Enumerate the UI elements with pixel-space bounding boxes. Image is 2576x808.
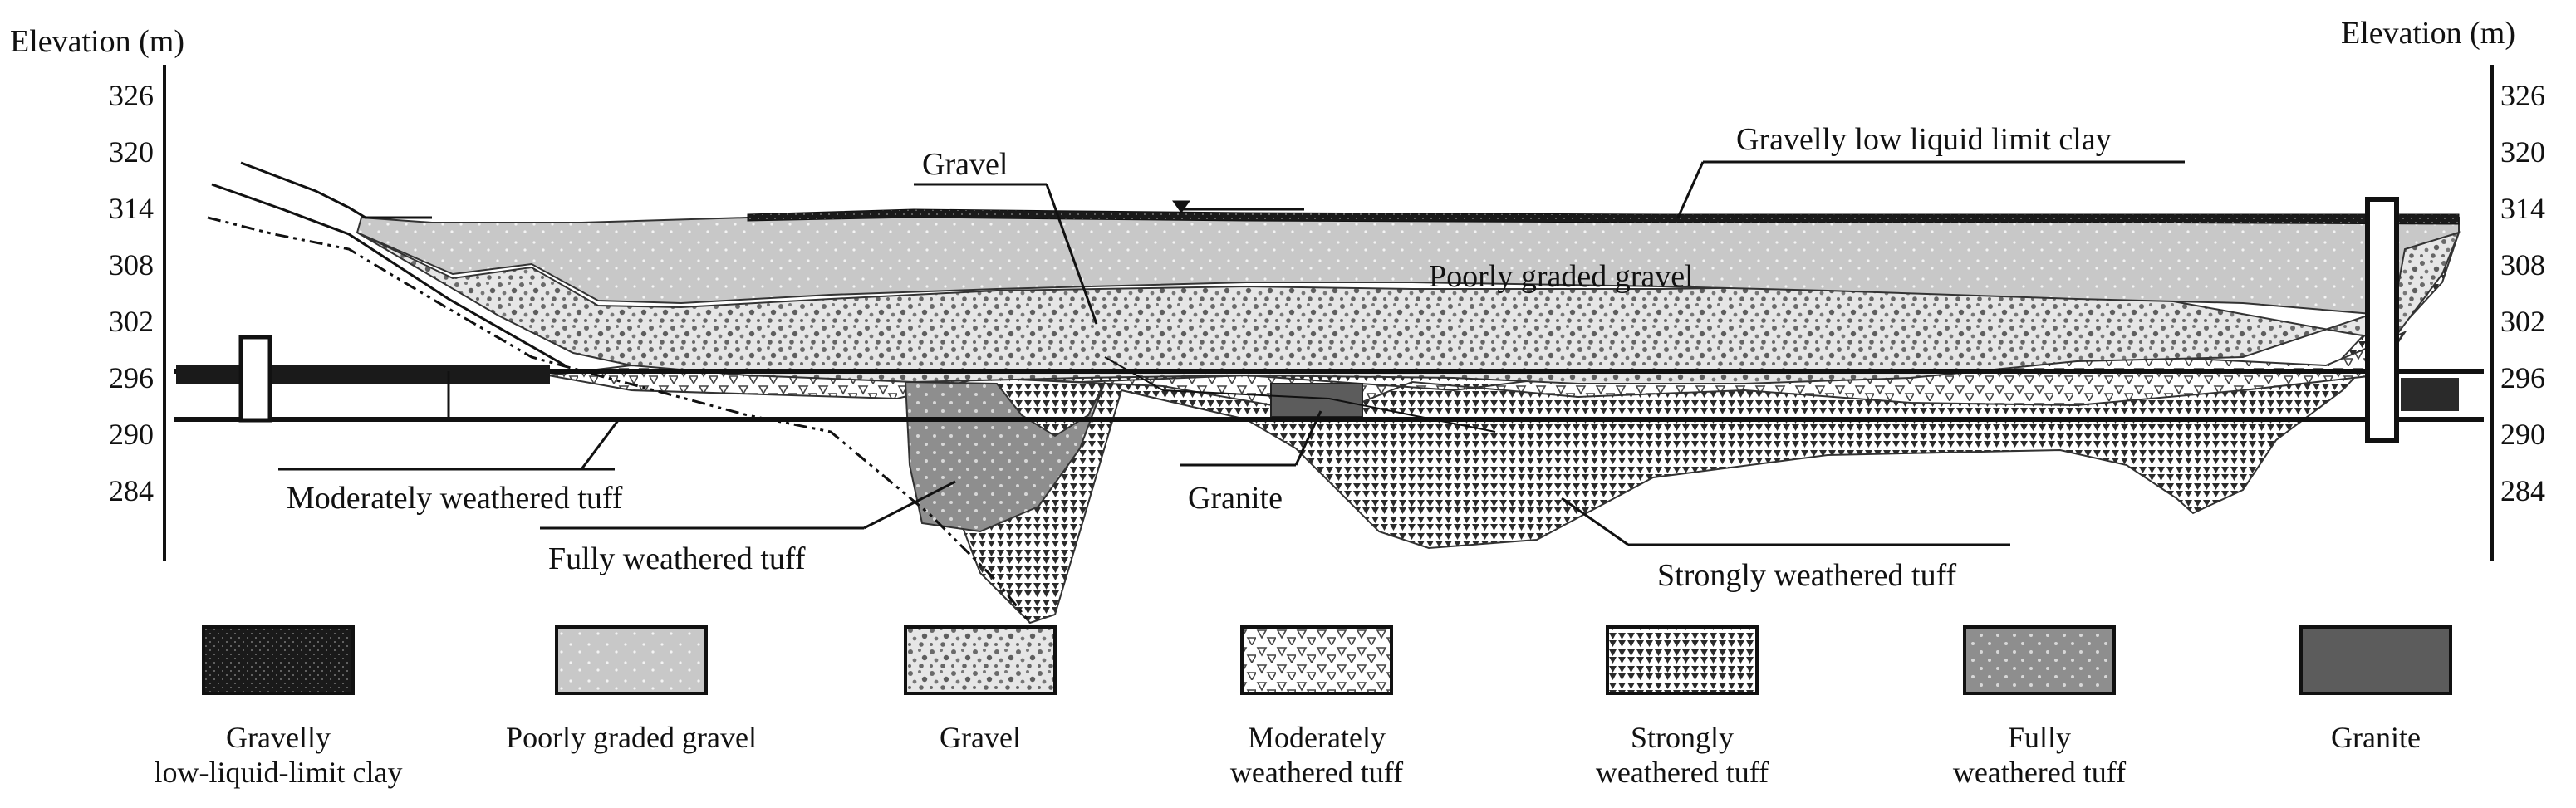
left-tick-label: 296 (109, 361, 154, 394)
strata (356, 208, 2461, 624)
left-tick-label: 284 (109, 474, 154, 507)
legend-label-strongly: weathered tuff (1596, 756, 1769, 789)
stratum-granite (1270, 383, 1363, 418)
callout-poorly-graded: Poorly graded gravel (1429, 259, 1694, 294)
legend-label-fully: Fully (2008, 721, 2071, 754)
right-tick-label: 308 (2500, 248, 2545, 282)
right-shaft (2365, 197, 2399, 443)
right-axis-title: Elevation (m) (2341, 16, 2515, 51)
legend-label-fully: weathered tuff (1953, 756, 2126, 789)
right-tick-label: 302 (2500, 305, 2545, 338)
left-tick-labels: 326 320 314 308 302 296 290 284 (109, 79, 154, 507)
left-tick-label: 320 (109, 135, 154, 169)
left-tick-label: 326 (109, 79, 154, 112)
legend-swatch-fully (1963, 625, 2116, 695)
legend-label-moderate: weathered tuff (1230, 756, 1403, 789)
right-tick-label: 320 (2500, 135, 2545, 169)
right-tick-label: 326 (2500, 79, 2545, 112)
right-tick-labels: 326 320 314 308 302 296 290 284 (2500, 79, 2545, 507)
left-tick-label: 302 (109, 305, 154, 338)
legend-swatch-gravel (904, 625, 1057, 695)
stratum-strongly-weathered-tuff (548, 231, 2461, 624)
left-shaft (238, 335, 272, 423)
right-tick-label: 314 (2500, 192, 2545, 225)
right-tick-label: 284 (2500, 474, 2545, 507)
legend-swatch-strongly (1606, 625, 1759, 695)
left-tick-label: 290 (109, 418, 154, 451)
callout-granite: Granite (1188, 481, 1283, 516)
legend-label-clay: Gravelly (226, 721, 331, 754)
legend-label-gravel: Gravel (940, 721, 1021, 754)
callouts (278, 160, 2185, 546)
callout-fully: Fully weathered tuff (548, 541, 806, 576)
left-tick-label: 314 (109, 192, 154, 225)
legend-swatch-clay (202, 625, 355, 695)
callout-gravelly-clay: Gravelly low liquid limit clay (1736, 122, 2112, 157)
right-tick-label: 290 (2500, 418, 2545, 451)
legend-swatch-granite (2299, 625, 2452, 695)
legend-label-poorly: Poorly graded gravel (506, 721, 757, 754)
stratum-gravelly-clay (747, 208, 2460, 225)
legend-label-strongly: Strongly (1631, 721, 1734, 754)
legend-swatch-moderate (1240, 625, 1393, 695)
legend-label-moderate: Moderately (1248, 721, 1386, 754)
callout-gravel: Gravel (922, 147, 1008, 182)
tunnel (174, 197, 2484, 443)
left-tick-label: 308 (109, 248, 154, 282)
callout-moderate: Moderately weathered tuff (287, 481, 623, 516)
left-axis-title: Elevation (m) (10, 24, 184, 59)
legend-label-granite: Granite (2331, 721, 2421, 754)
right-tick-label: 296 (2500, 361, 2545, 394)
legend-swatch-poorly (555, 625, 708, 695)
callout-strongly: Strongly weathered tuff (1657, 558, 1957, 593)
legend-label-clay: low-liquid-limit clay (155, 756, 403, 789)
